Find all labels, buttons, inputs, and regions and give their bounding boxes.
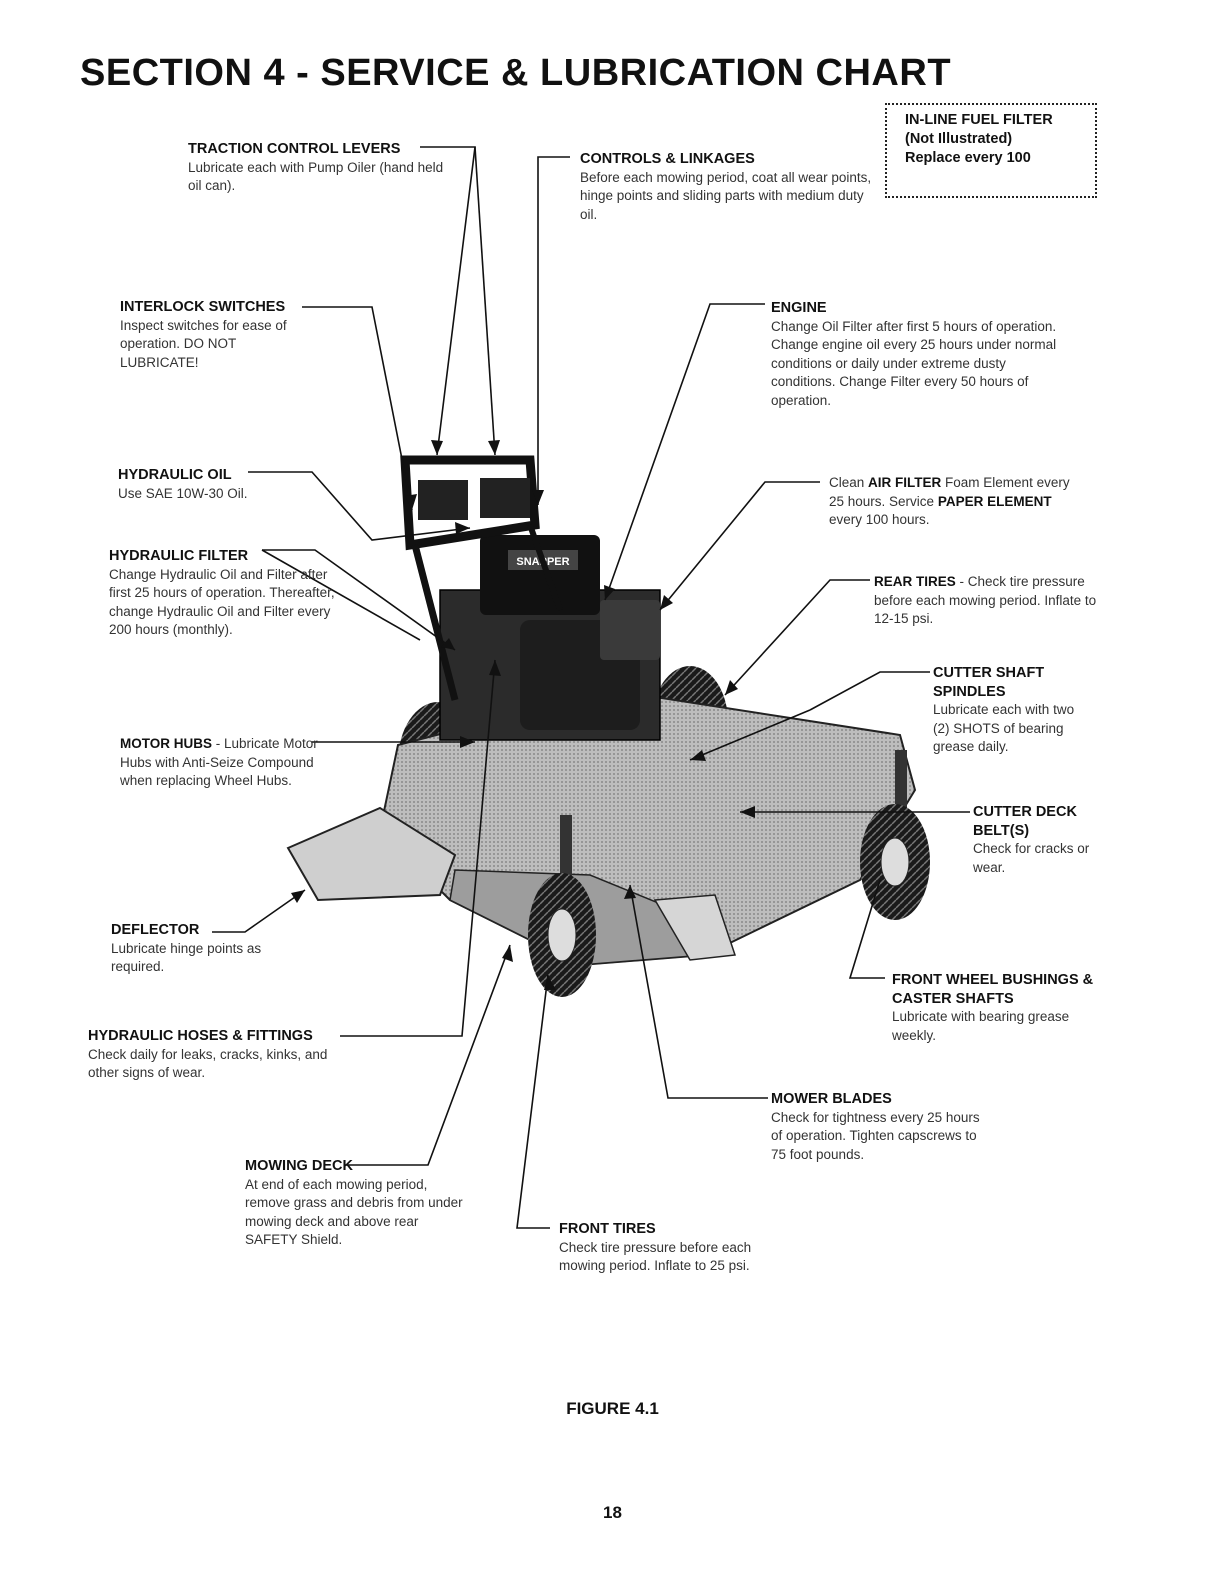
fuel-filter-note: IN-LINE FUEL FILTER (Not Illustrated) Re… (885, 103, 1097, 198)
callout-hydraulic-oil: HYDRAULIC OIL Use SAE 10W-30 Oil. (118, 466, 318, 503)
air-filter-bold-2: PAPER ELEMENT (937, 493, 1052, 509)
callout-front-wheel-bushings: FRONT WHEEL BUSHINGS & CASTER SHAFTS Lub… (892, 971, 1112, 1045)
callout-hydraulic-hoses: HYDRAULIC HOSES & FITTINGS Check daily f… (88, 1027, 358, 1083)
rear-tires-heading: REAR TIRES (874, 574, 956, 589)
callout-front-tires: FRONT TIRES Check tire pressure before e… (559, 1220, 779, 1276)
callout-body: Use SAE 10W-30 Oil. (118, 485, 248, 501)
callout-heading: CUTTER SHAFT SPINDLES (933, 665, 1045, 700)
callout-heading: TRACTION CONTROL LEVERS (188, 141, 401, 157)
traction-lever-right (480, 478, 530, 518)
callout-body: Check for tightness every 25 hours of op… (771, 1109, 980, 1162)
callout-motor-hubs: MOTOR HUBS - Lubricate Motor Hubs with A… (120, 735, 320, 791)
figure-caption: FIGURE 4.1 (566, 1399, 659, 1418)
rear-safety-shield (653, 894, 737, 961)
callout-heading: FRONT TIRES (559, 1221, 656, 1237)
handlebar (400, 455, 540, 551)
traction-lever-left (418, 480, 468, 520)
callout-body: Change Hydraulic Oil and Filter after fi… (109, 566, 335, 638)
callout-mowing-deck: MOWING DECK At end of each mowing period… (245, 1157, 470, 1250)
callout-mower-blades: MOWER BLADES Check for tightness every 2… (771, 1090, 986, 1164)
callout-rear-tires: REAR TIRES - Check tire pressure before … (874, 573, 1099, 629)
callout-engine: ENGINE Change Oil Filter after first 5 h… (771, 299, 1066, 410)
callout-body: Check tire pressure before each mowing p… (559, 1239, 752, 1274)
callout-body: Lubricate with bearing grease weekly. (892, 1009, 1070, 1043)
fuel-filter-interval: Replace every 100 (905, 150, 1031, 166)
callout-controls-linkages: CONTROLS & LINKAGES Before each mowing p… (580, 150, 880, 224)
callout-heading: HYDRAULIC OIL (118, 467, 232, 483)
page-title: SECTION 4 - SERVICE & LUBRICATION CHART (80, 52, 952, 94)
motor-hubs-heading: MOTOR HUBS (120, 736, 213, 751)
air-filter-bold-1: AIR FILTER (868, 475, 942, 490)
callout-interlock-switches: INTERLOCK SWITCHES Inspect switches for … (120, 298, 310, 372)
callout-heading: INTERLOCK SWITCHES (120, 299, 286, 315)
callout-body: Before each mowing period, coat all wear… (580, 169, 872, 222)
callout-heading: CONTROLS & LINKAGES (580, 151, 755, 167)
callout-body: Change Oil Filter after first 5 hours of… (771, 318, 1057, 408)
callout-body: Check daily for leaks, cracks, kinks, an… (88, 1046, 328, 1081)
fuel-filter-subtitle: (Not Illustrated) (905, 131, 1013, 147)
callout-hydraulic-filter: HYDRAULIC FILTER Change Hydraulic Oil an… (109, 547, 347, 640)
leader-lines (212, 146, 970, 1229)
callout-heading: HYDRAULIC HOSES & FITTINGS (88, 1028, 313, 1044)
callout-cutter-spindles: CUTTER SHAFT SPINDLES Lubricate each wit… (933, 664, 1083, 757)
callout-body: Check for cracks or wear. (973, 841, 1090, 875)
callout-heading: FRONT WHEEL BUSHINGS & CASTER SHAFTS (892, 972, 1094, 1007)
callout-body: Inspect switches for ease of operation. … (120, 317, 287, 370)
fuel-filter-title: IN-LINE FUEL FILTER (905, 112, 1053, 128)
callout-body: Lubricate each with two (2) SHOTS of bea… (933, 702, 1075, 754)
callout-heading: MOWING DECK (245, 1158, 353, 1174)
callout-deflector: DEFLECTOR Lubricate hinge points as requ… (111, 921, 271, 977)
air-filter-text-3: every 100 hours. (829, 512, 930, 527)
callout-heading: ENGINE (771, 300, 827, 316)
air-filter-text-1: Clean (829, 475, 869, 490)
air-filter-text-2: Foam Element every 25 hours. Service (829, 475, 1070, 509)
callout-cutter-belts: CUTTER DECK BELT(S) Check for cracks or … (973, 803, 1098, 877)
callout-body: Lubricate each with Pump Oiler (hand hel… (188, 159, 444, 194)
callout-heading: HYDRAULIC FILTER (109, 548, 249, 564)
callout-heading: CUTTER DECK BELT(S) (973, 804, 1077, 839)
callout-heading: DEFLECTOR (111, 922, 200, 938)
leader-arrowheads (291, 440, 755, 990)
callout-body: Lubricate hinge points as required. (111, 940, 262, 975)
motor-hubs-body: - Lubricate Motor Hubs with Anti-Seize C… (120, 736, 318, 788)
callout-traction-levers: TRACTION CONTROL LEVERS Lubricate each w… (188, 140, 448, 196)
callout-air-filter: Clean AIR FILTER Foam Element every 25 h… (829, 474, 1079, 530)
callout-heading: MOWER BLADES (771, 1091, 892, 1107)
deflector-chute (286, 806, 457, 902)
page-number: 18 (603, 1503, 622, 1522)
callout-body: At end of each mowing period, remove gra… (245, 1176, 463, 1248)
rear-tires-body: - Check tire pressure before each mowing… (874, 574, 1097, 626)
